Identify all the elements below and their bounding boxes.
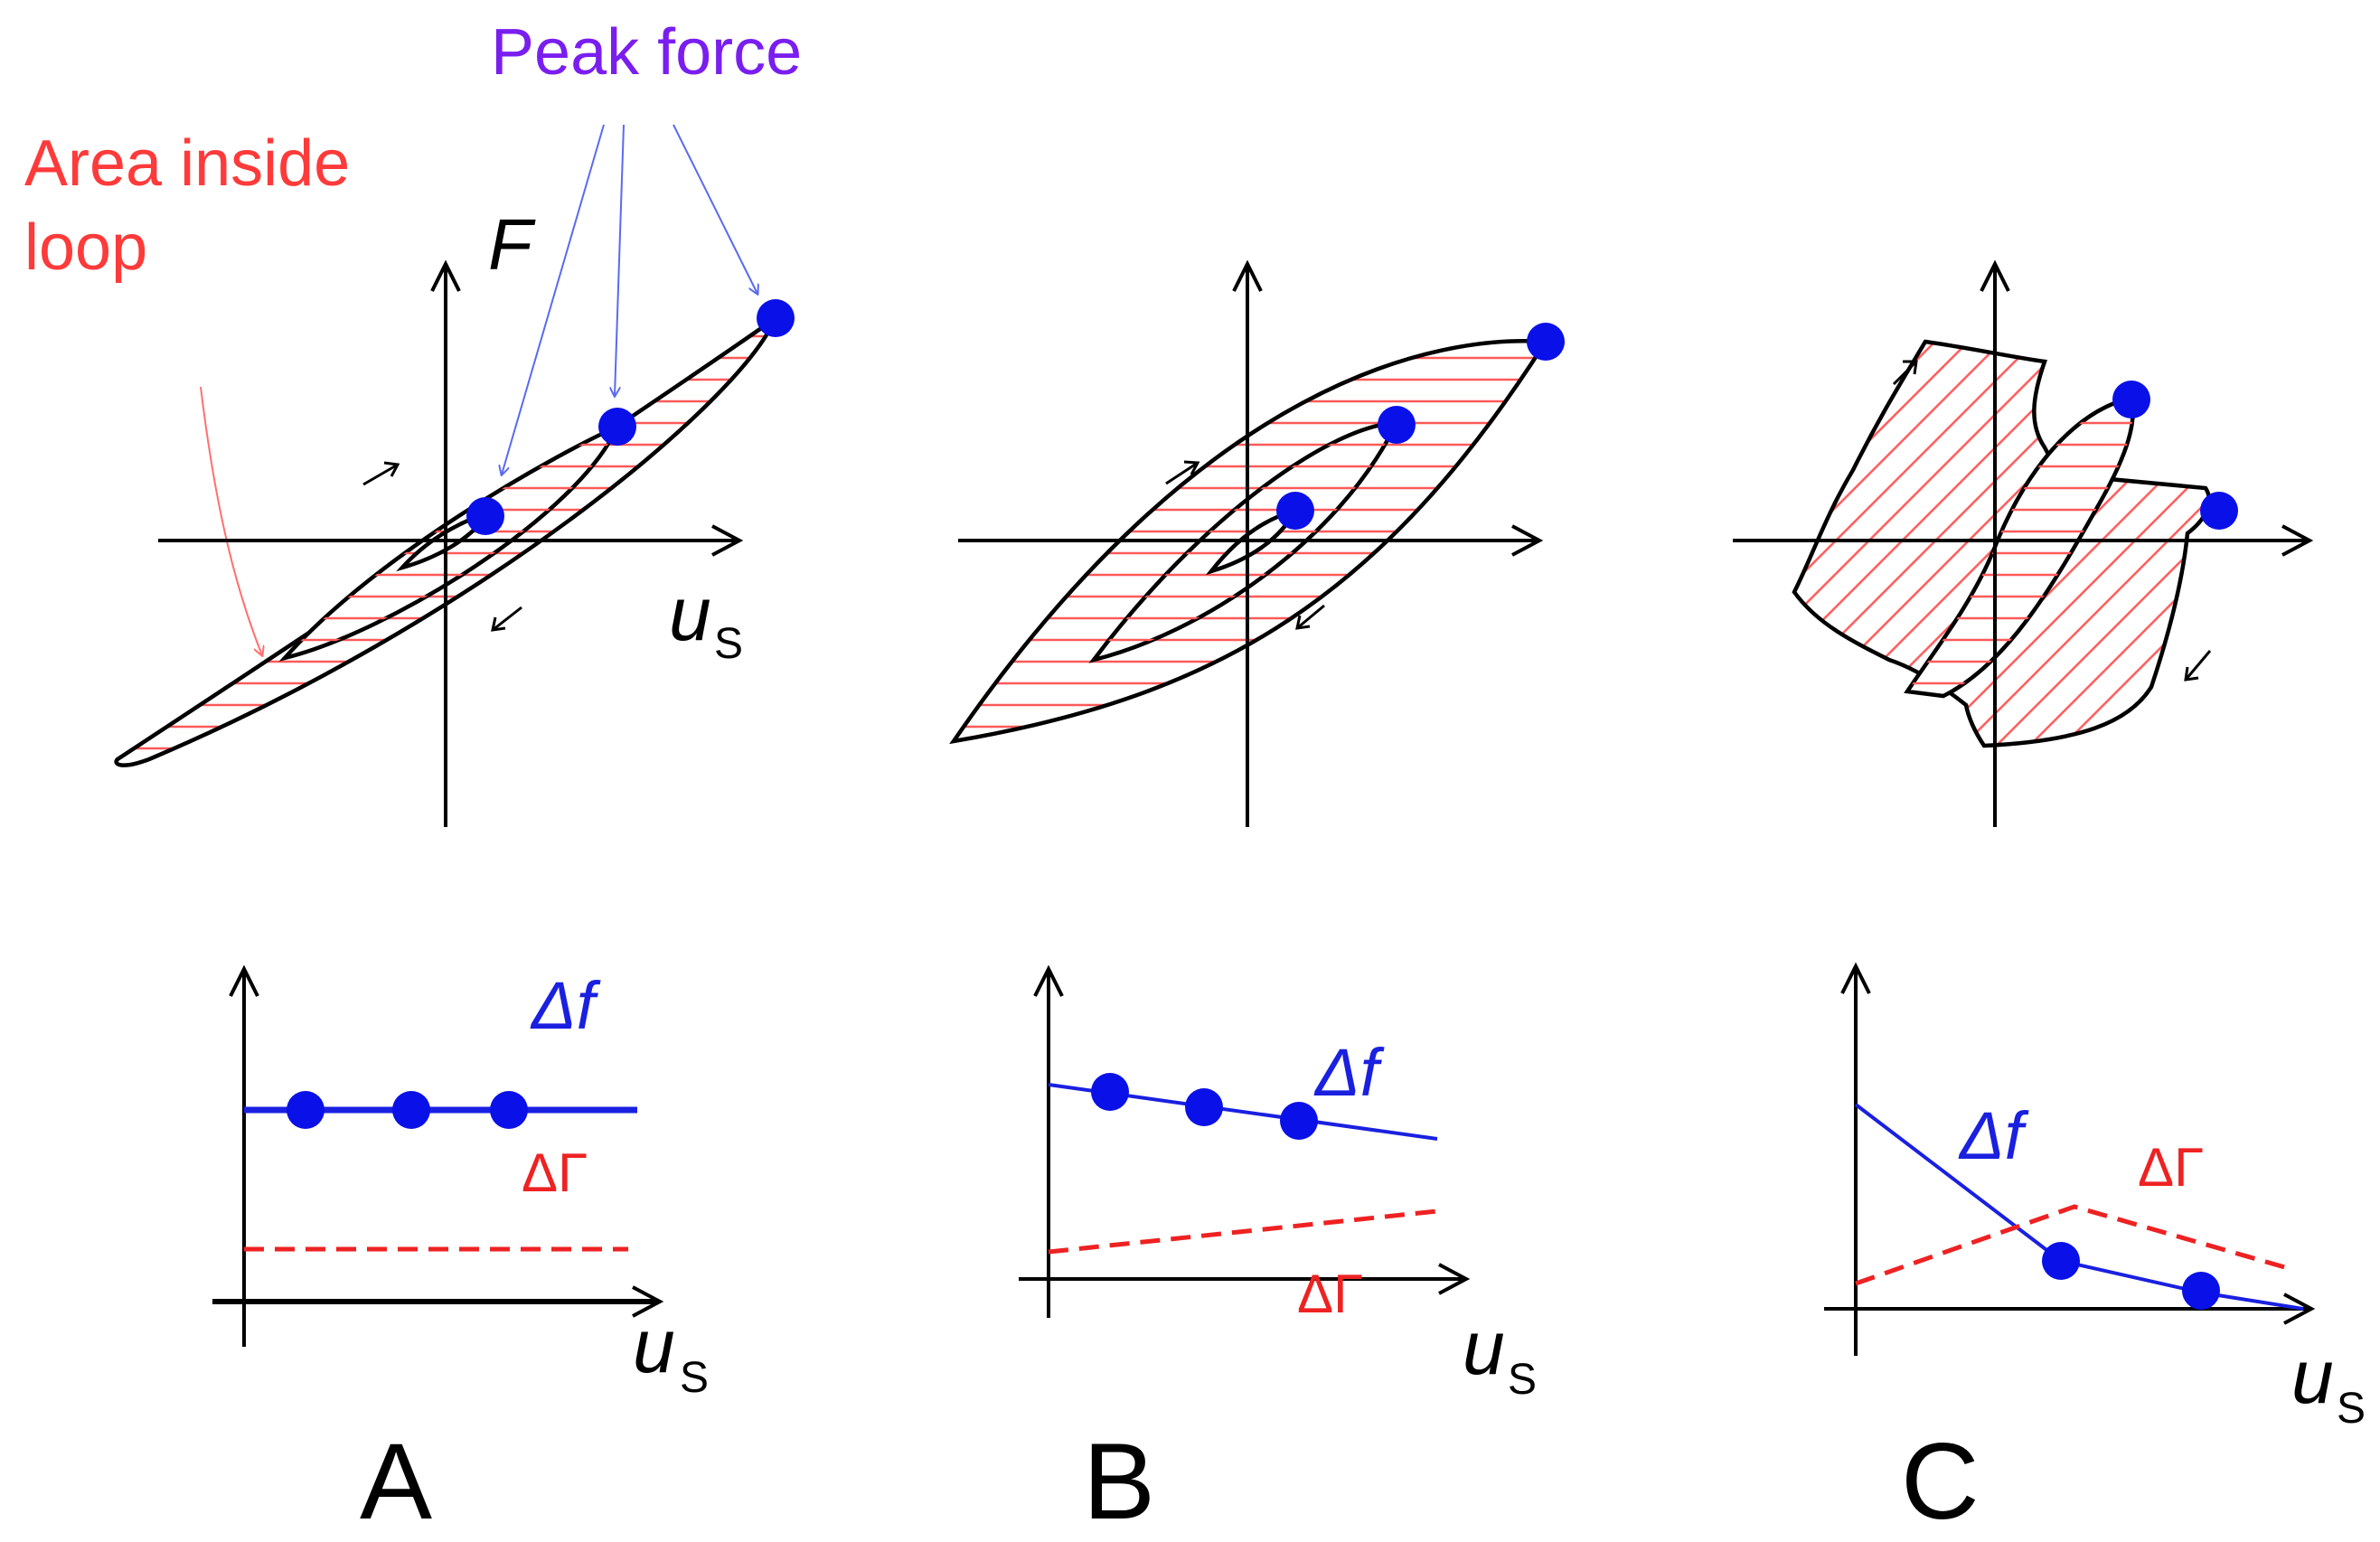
panel-b-delta-f-points <box>1091 1073 1318 1140</box>
panel-a-axes <box>158 259 744 827</box>
panel-a-force-axis-label: F <box>488 204 536 285</box>
panel-a-displacement-axis-label: u S <box>669 571 743 668</box>
panel-b-delta-gamma-label: ΔΓ <box>1297 1264 1363 1324</box>
panel-c-loop-diagram <box>1733 259 2314 827</box>
panel-a-delta-f-label: Δf <box>530 968 601 1043</box>
area-inside-label-line1: Area inside <box>24 127 350 200</box>
panel-b-chart-axes <box>1019 964 1471 1318</box>
panel-b-direction-arrows <box>1165 460 1325 630</box>
svg-text:S: S <box>1508 1356 1537 1404</box>
panel-a-delta-f-points <box>287 1091 528 1129</box>
svg-text:u: u <box>1463 1305 1505 1390</box>
panel-a-chart-u-label: u S <box>633 1303 709 1402</box>
svg-text:S: S <box>2337 1385 2366 1433</box>
panel-c-peak-markers <box>2112 381 2238 530</box>
panel-b-delta-f-label: Δf <box>1313 1035 1385 1110</box>
panel-a-direction-arrows <box>362 461 522 632</box>
panel-b-axes <box>958 259 1544 827</box>
panel-a-loop-diagram: F u S <box>114 204 795 827</box>
svg-text:S: S <box>680 1354 709 1402</box>
panel-b-peak-markers <box>1276 323 1565 530</box>
panel-b-delta-gamma-line <box>1048 1208 1438 1255</box>
area-pointer <box>200 386 262 655</box>
panel-a-peak-markers <box>466 299 795 535</box>
peak-force-pointers <box>502 124 757 475</box>
panel-c-letter: C <box>1901 1421 1980 1542</box>
panel-c-inner-loop-hatch <box>1907 398 2133 696</box>
svg-text:u: u <box>633 1303 675 1388</box>
panel-a-chart-axes <box>212 964 664 1347</box>
panel-c-direction-arrows <box>1892 360 2212 682</box>
panel-c-chart-u-label: u S <box>2291 1334 2366 1433</box>
peak-force-label: Peak force <box>491 16 802 89</box>
svg-text:u: u <box>2291 1334 2334 1419</box>
panel-c-trend-chart: Δf ΔΓ u S C <box>1824 962 2366 1542</box>
panel-b-chart-u-label: u S <box>1463 1305 1537 1404</box>
panel-b-letter: B <box>1083 1421 1155 1542</box>
panel-a-letter: A <box>360 1421 432 1542</box>
panel-b-loop-diagram <box>949 259 1565 827</box>
panel-c-delta-gamma-label: ΔΓ <box>2138 1137 2204 1198</box>
panel-c-delta-gamma-line <box>1855 1204 2295 1286</box>
panel-c-delta-f-label: Δf <box>1958 1098 2029 1173</box>
panel-c-delta-f-line <box>1854 1103 2304 1311</box>
panel-c-chart-axes <box>1824 962 2316 1356</box>
svg-text:S: S <box>714 620 743 668</box>
area-inside-label-line2: loop <box>24 212 147 284</box>
svg-text:u: u <box>669 571 711 656</box>
panel-a-trend-chart: Δf ΔΓ u S A <box>212 964 709 1542</box>
panel-a-delta-gamma-label: ΔΓ <box>522 1142 588 1203</box>
panel-c-axes <box>1733 259 2314 827</box>
panel-c-delta-f-points <box>2042 1242 2220 1310</box>
panel-b-trend-chart: Δf ΔΓ u S B <box>1019 964 1537 1542</box>
